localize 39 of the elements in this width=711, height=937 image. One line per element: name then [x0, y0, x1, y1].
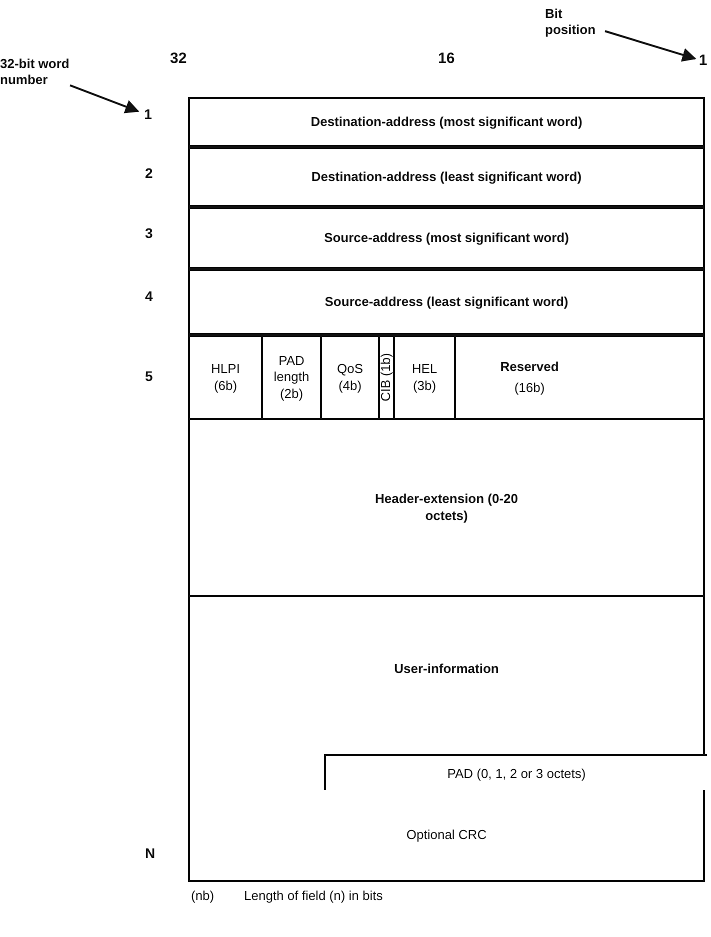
field-box	[188, 207, 705, 269]
field-name: Source-address (least significant word)	[324, 294, 568, 310]
field-name: HLPI (6b)	[210, 361, 241, 394]
legend-text: Length of field (n) in bits	[244, 888, 383, 903]
field-name: Header-extension (0-20 octets)	[374, 491, 520, 524]
field-name: Source-address (most significant word)	[324, 230, 569, 246]
word-number: 5	[145, 368, 153, 384]
field-name: Optional CRC	[406, 826, 487, 844]
field-name: User-information	[394, 661, 499, 678]
word-number: 3	[145, 225, 153, 241]
word-number: 2	[145, 165, 153, 181]
field-name: QoS (4b)	[336, 361, 364, 394]
legend-key: (nb)	[191, 888, 214, 903]
field-name: Reserved	[500, 359, 559, 376]
field-name: PAD (0, 1, 2 or 3 octets)	[447, 766, 586, 782]
field-box	[454, 335, 705, 420]
bit-number: 32	[170, 50, 187, 67]
number-text: 1	[144, 106, 152, 124]
bit-number: 16	[438, 50, 455, 67]
field-name: Destination-address (most significant word)	[310, 114, 582, 130]
arrow	[70, 84, 140, 114]
field-name: Destination-address (least significant word)	[311, 168, 582, 186]
word-number: 4	[145, 288, 153, 304]
number-text: 1	[698, 52, 708, 70]
field-name: HEL (3b)	[410, 361, 438, 394]
field-box	[188, 790, 705, 882]
field-box	[188, 595, 705, 792]
field-box	[188, 97, 705, 147]
field-length: (16b)	[514, 380, 545, 396]
field-box	[188, 418, 705, 597]
field-box	[188, 147, 705, 207]
word-number: N	[145, 845, 156, 861]
field-box	[188, 269, 705, 335]
caption-text: Bit position	[545, 6, 597, 38]
arrow	[604, 30, 696, 62]
field-name: CIB (1b)	[378, 353, 394, 402]
field-box	[188, 335, 263, 420]
caption-text: 32-bit word number	[0, 56, 70, 88]
field-name: PAD length (2b)	[272, 353, 310, 402]
